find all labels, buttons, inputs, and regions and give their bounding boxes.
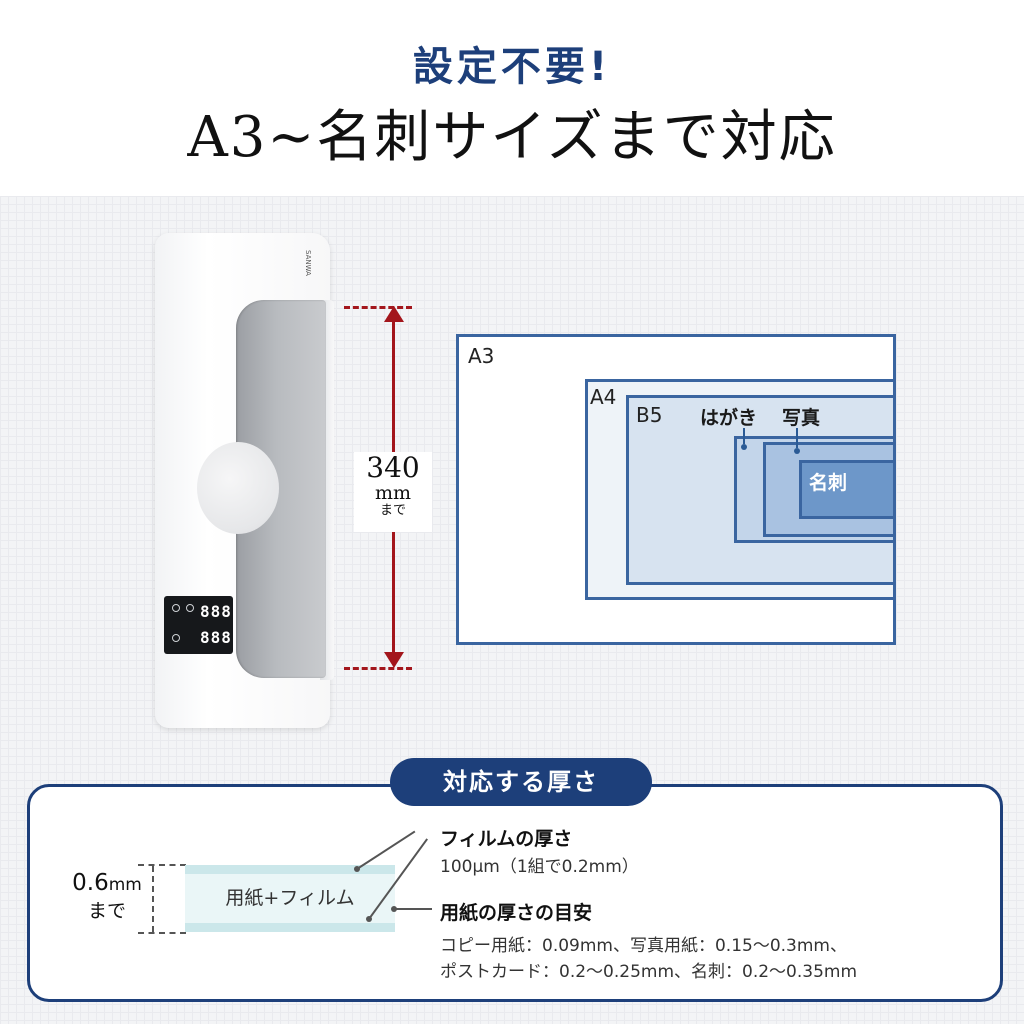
paper-thickness-title: 用紙の厚さの目安 (440, 902, 593, 924)
mode-button-icon (172, 634, 180, 642)
film-thickness-text: 100μm（1組で0.2mm） (440, 857, 639, 877)
thickness-bottom-guide (138, 932, 186, 934)
film-bottom-layer (185, 923, 395, 932)
size-meishi-label: 名刺 (809, 472, 848, 494)
paper-film-layer: 用紙+フィルム (185, 874, 395, 923)
page-title: A3~名刺サイズまで対応 (187, 105, 837, 170)
size-b5-label: B5 (636, 403, 663, 427)
header: 設定不要! A3~名刺サイズまで対応 (0, 0, 1024, 196)
max-thickness-label: 0.6mm まで (66, 870, 148, 923)
status-led-icon (186, 604, 194, 612)
power-button-icon (172, 604, 180, 612)
display-bottom: 888 (200, 628, 232, 647)
brand-logo: SANWA (304, 250, 312, 276)
thickness-heading: 対応する厚さ (390, 758, 652, 806)
max-thickness-suffix: まで (87, 900, 126, 922)
dimension-suffix: まで (379, 503, 406, 518)
dimension-number: 340 (366, 451, 420, 484)
dimension-unit: mm (374, 482, 412, 504)
page-subtitle: 設定不要! (412, 44, 612, 90)
top-dimension-guide (344, 306, 412, 309)
paper-thickness-text-2: ポストカード：0.2〜0.25mm、名刺：0.2〜0.35mm (440, 962, 858, 982)
arrow-up-icon (384, 306, 404, 322)
hagaki-pointer (743, 428, 745, 444)
bottom-dimension-guide (344, 667, 412, 670)
film-thickness-title: フィルムの厚さ (440, 828, 573, 850)
size-photo-label: 写真 (782, 407, 821, 429)
paper-thickness-text-1: コピー用紙：0.09mm、写真用紙：0.15〜0.3mm、 (440, 936, 847, 956)
arrow-down-icon (384, 652, 404, 668)
hagaki-pointer-dot (741, 444, 747, 450)
dimension-label: 340 mm まで (354, 452, 432, 532)
thickness-top-guide (138, 864, 186, 866)
film-top-layer (185, 865, 395, 874)
thickness-vertical-guide (152, 866, 154, 932)
max-thickness-value: 0.6 (72, 870, 109, 896)
size-a3-label: A3 (468, 344, 495, 368)
display-top: 888 (200, 602, 232, 621)
paper-leader (394, 908, 432, 910)
laminator-handle (197, 442, 279, 534)
size-meishi-box (799, 460, 896, 519)
control-panel: 888 888 (164, 596, 233, 654)
max-thickness-unit: mm (108, 875, 142, 895)
size-a4-label: A4 (590, 385, 617, 409)
photo-pointer-dot (794, 448, 800, 454)
size-hagaki-label: はがき (700, 407, 758, 429)
photo-pointer (796, 428, 798, 448)
